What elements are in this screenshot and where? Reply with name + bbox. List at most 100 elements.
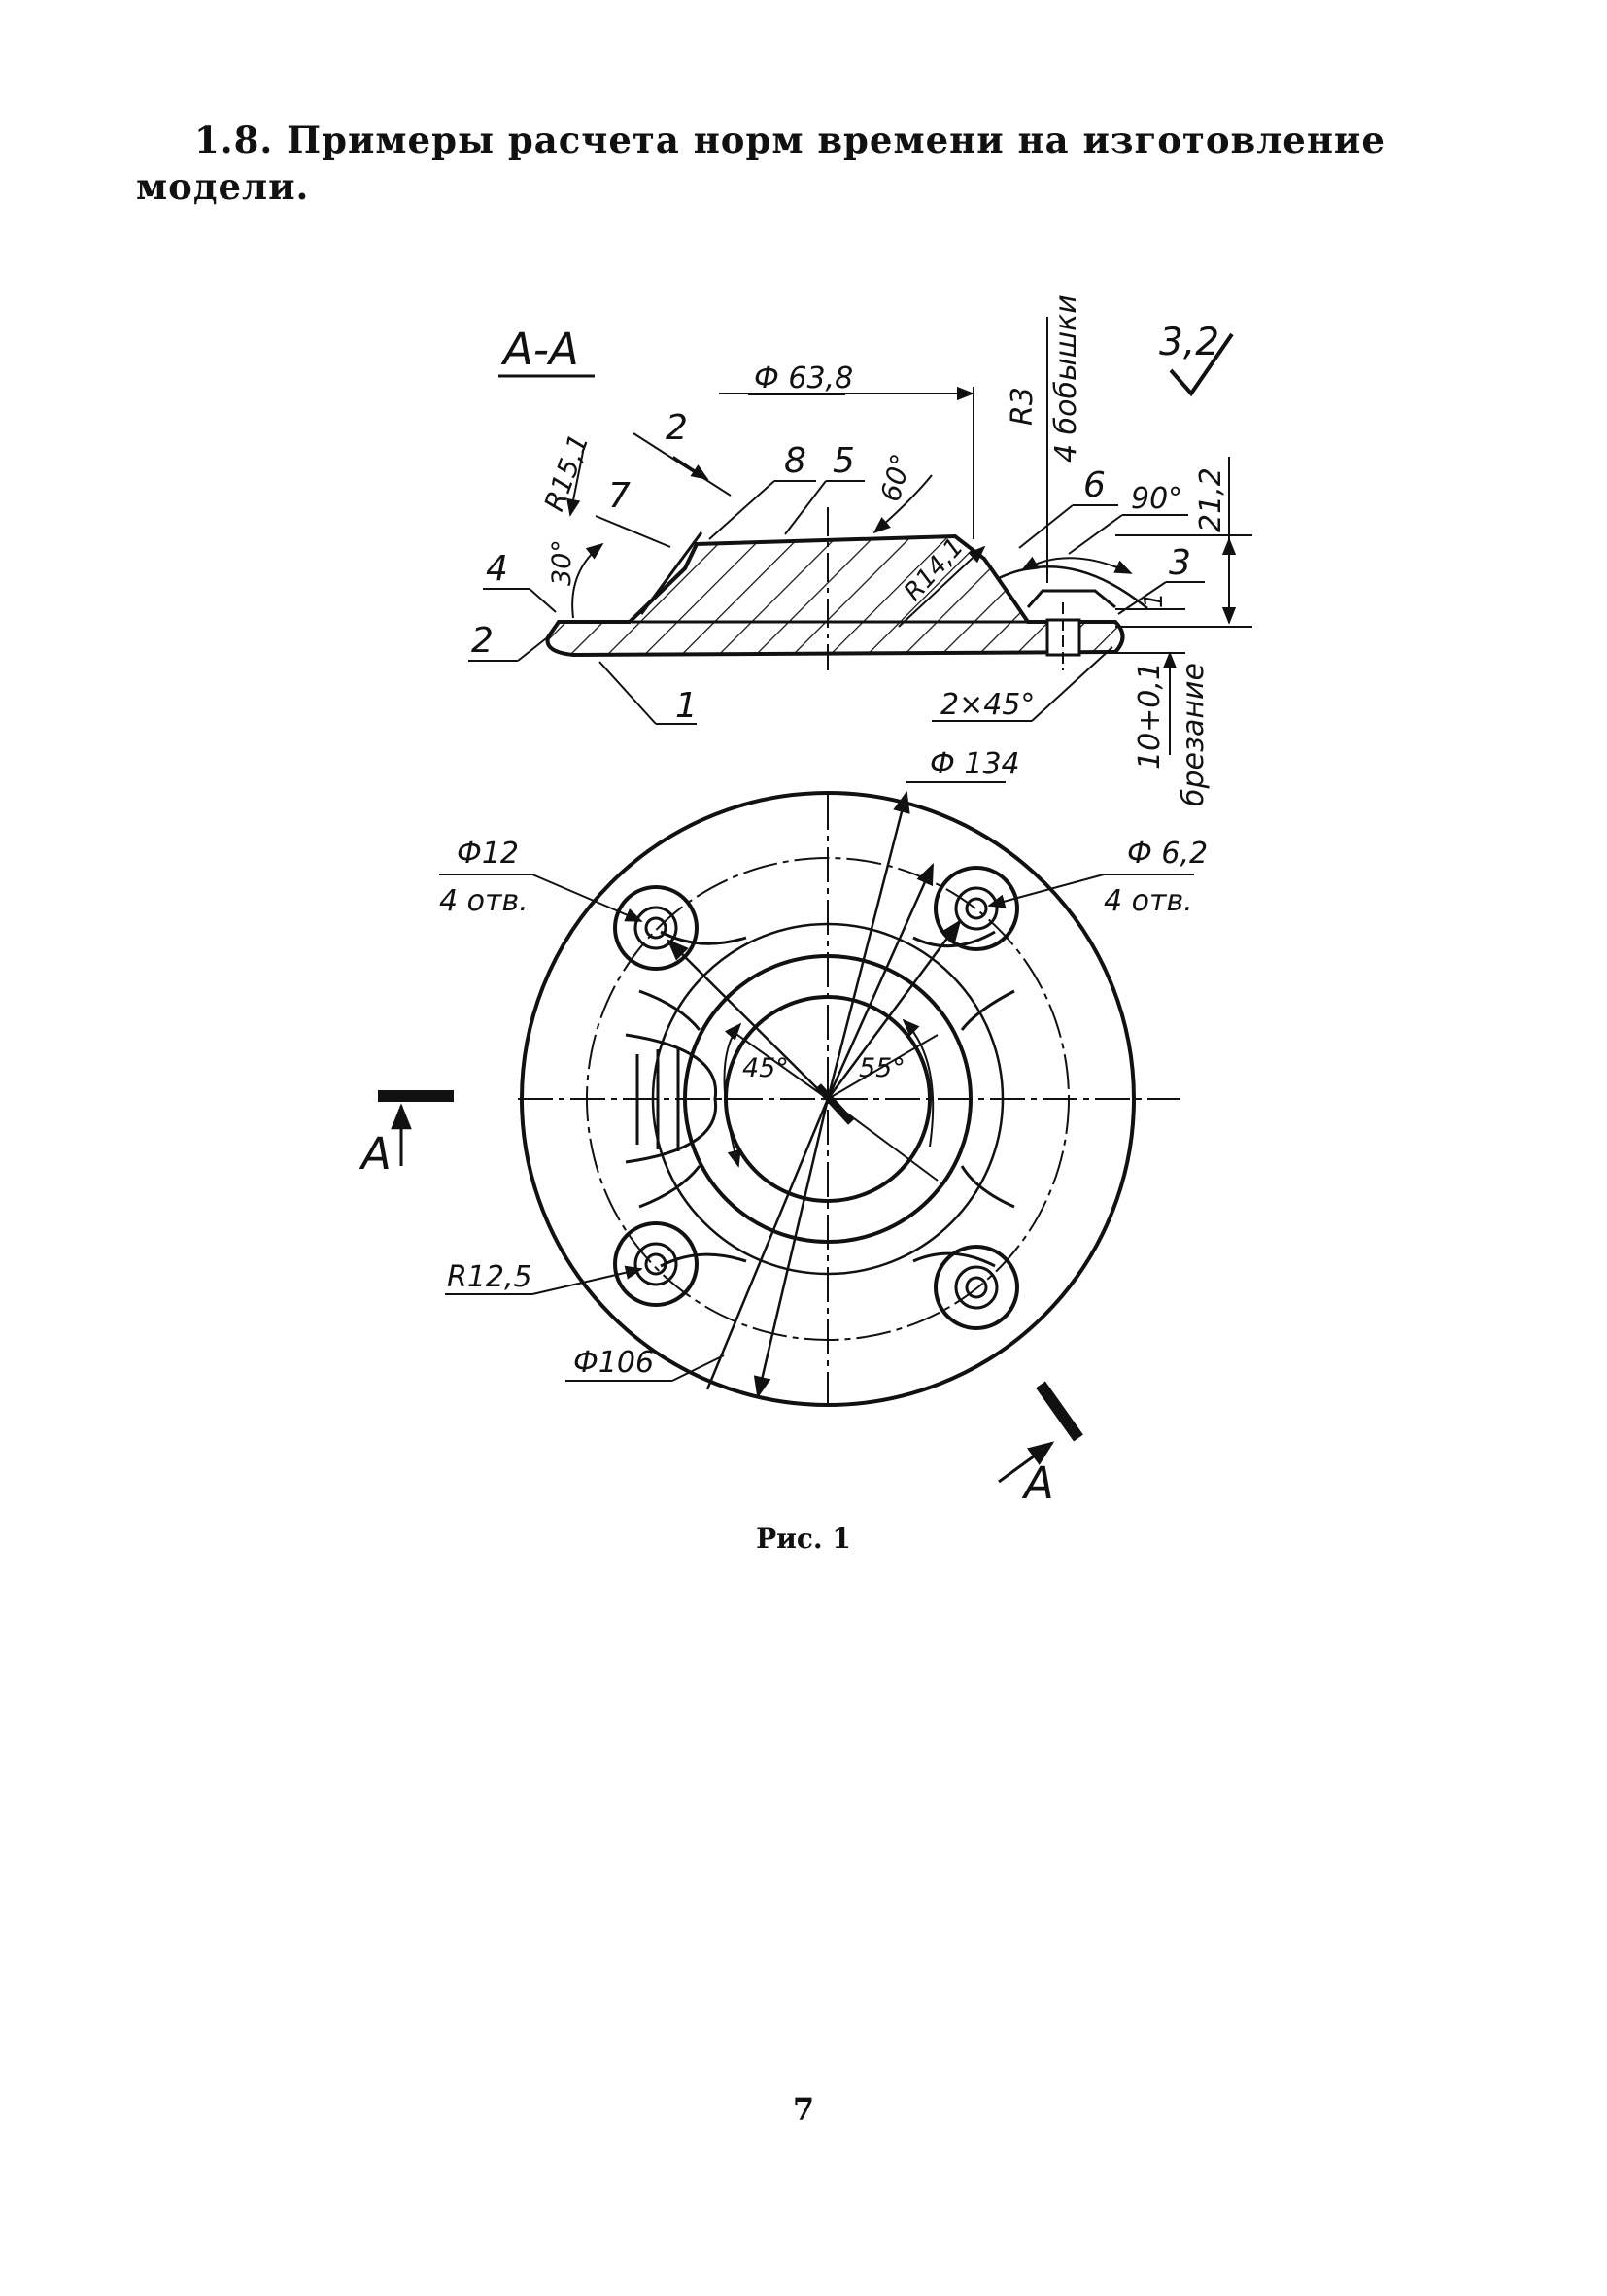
d134-arrow-2 [753, 1098, 830, 1399]
cut-label-left: А [359, 1128, 392, 1180]
cut-label-right: А [1021, 1457, 1054, 1509]
callout-3-line [1117, 581, 1167, 615]
boss-mid [633, 906, 678, 950]
callout-4-line [529, 588, 557, 613]
boss-mid [954, 1265, 999, 1310]
boss-hole [644, 1252, 667, 1276]
d12-leader [531, 874, 643, 922]
bolt-ray-2 [667, 939, 829, 1100]
heading-line-2: модели. [136, 165, 310, 208]
callout-7-line [595, 515, 671, 548]
dim-r125: R12,5 [447, 1260, 532, 1294]
boss-hole [965, 1276, 988, 1299]
center-mark [815, 1083, 854, 1125]
callout-5: 5 [833, 441, 855, 481]
d106-leader [671, 1354, 725, 1382]
dim-ang55: 55° [859, 1053, 906, 1083]
callout-7: 7 [608, 476, 631, 516]
section-view: А-А 3,2 Ф 63,8 R3 4 бобышки 21,2 [468, 294, 1252, 806]
wall-dim-arrow [672, 456, 709, 480]
boss-top [1026, 589, 1116, 609]
callout-4: 4 [486, 549, 508, 589]
chamfer-leader [1031, 646, 1113, 722]
callout-3: 3 [1169, 543, 1191, 583]
section-heading: 1.8. Примеры расчета норм времени на изг… [136, 117, 1457, 210]
dim-one: 1 [1140, 592, 1169, 608]
dim-ang30: 30° [547, 539, 577, 586]
ang-ray-2 [827, 1034, 939, 1100]
r14-arrow [898, 545, 986, 628]
dim-d63: Ф 63,8 [754, 361, 853, 395]
section-title: А-А [500, 324, 579, 375]
dim-chamfer: 2×45° [940, 688, 1035, 722]
ang30-arc [571, 542, 604, 619]
callout-6: 6 [1083, 465, 1106, 505]
inner-ring-outer [683, 954, 973, 1244]
mid-circle [651, 922, 1005, 1276]
dim-wall: 2 [666, 408, 688, 448]
rib-top-left [638, 930, 747, 1031]
dim-d62: Ф 6,2 [1127, 837, 1208, 871]
wall-line [639, 531, 703, 615]
cut-marker-right: А [998, 1381, 1083, 1509]
callout-8: 8 [784, 441, 806, 481]
rib-left-arc [625, 1033, 718, 1164]
dim-holes-a: 4 отв. [439, 884, 529, 918]
figure-caption: Рис. 1 [756, 1523, 851, 1555]
ang-ray-1 [730, 1029, 829, 1100]
ang90-arc [1020, 556, 1133, 574]
boss-outer [934, 866, 1019, 951]
boss-outer [613, 1221, 699, 1307]
boss-hole [965, 897, 988, 920]
dome-arc [996, 565, 1148, 609]
boss-outer [934, 1245, 1019, 1330]
dim-r15: R15,1 [538, 429, 596, 515]
callout-2-line [517, 634, 551, 662]
boss-bottom-right [934, 1245, 1019, 1330]
wall-dim-line [633, 432, 732, 497]
dim-holes-b: 4 отв. [1104, 884, 1193, 918]
plan-view: Ф 134 Ф12 4 отв. Ф 6,2 4 отв. 45° 55° R1… [439, 747, 1208, 1407]
rib-bottom-right [912, 1165, 1015, 1268]
page-number: 7 [792, 2091, 815, 2128]
dim-bosses: 4 бобышки [1049, 294, 1083, 463]
d134-arrow [826, 790, 910, 1100]
ang55-arc [902, 1018, 935, 1148]
dim-d106: Ф106 [573, 1346, 654, 1380]
d62-leader [987, 874, 1105, 908]
cut-bar-right [1036, 1381, 1083, 1442]
outer-circle [520, 791, 1136, 1407]
callout-1: 1 [675, 686, 698, 726]
bolt-circle [586, 857, 1070, 1341]
dim-r3: R3 [1006, 387, 1040, 426]
callout-8-line [708, 480, 775, 540]
dim-d134: Ф 134 [930, 747, 1020, 781]
boss-bottom-left [613, 1221, 699, 1307]
cut-arrow-right [998, 1441, 1055, 1484]
boss-outer [613, 885, 699, 971]
d106-arrow [705, 1098, 830, 1390]
bolt-ray [826, 919, 962, 1100]
callout-1-line [598, 661, 657, 725]
r125-leader [531, 1265, 643, 1295]
roughness-label: 3,2 [1159, 321, 1219, 364]
r15-arrow [566, 451, 584, 517]
rib-bottom-left [638, 1165, 747, 1268]
roughness-symbol [1169, 332, 1234, 397]
dim-trim: брезание [1177, 663, 1211, 806]
dim-ang90: 90° [1131, 482, 1182, 516]
dim-d12: Ф12 [457, 837, 519, 871]
boss-mid [633, 1242, 678, 1286]
boss-mid [954, 886, 999, 931]
heading-line-1: 1.8. Примеры расчета норм времени на изг… [194, 119, 1385, 161]
dim-h21: 21,2 [1194, 467, 1228, 532]
d106-arrow-2 [826, 862, 935, 1100]
callout-2: 2 [471, 621, 494, 661]
rib-top-right [912, 930, 1015, 1031]
dim-ang45: 45° [742, 1053, 789, 1083]
cut-marker-left: А [359, 1090, 454, 1180]
ang60-arc [872, 474, 933, 534]
callouts: 4 2 7 8 5 6 3 1 [468, 441, 1205, 726]
boss-top-left [613, 885, 699, 971]
boss-hole [644, 916, 667, 940]
